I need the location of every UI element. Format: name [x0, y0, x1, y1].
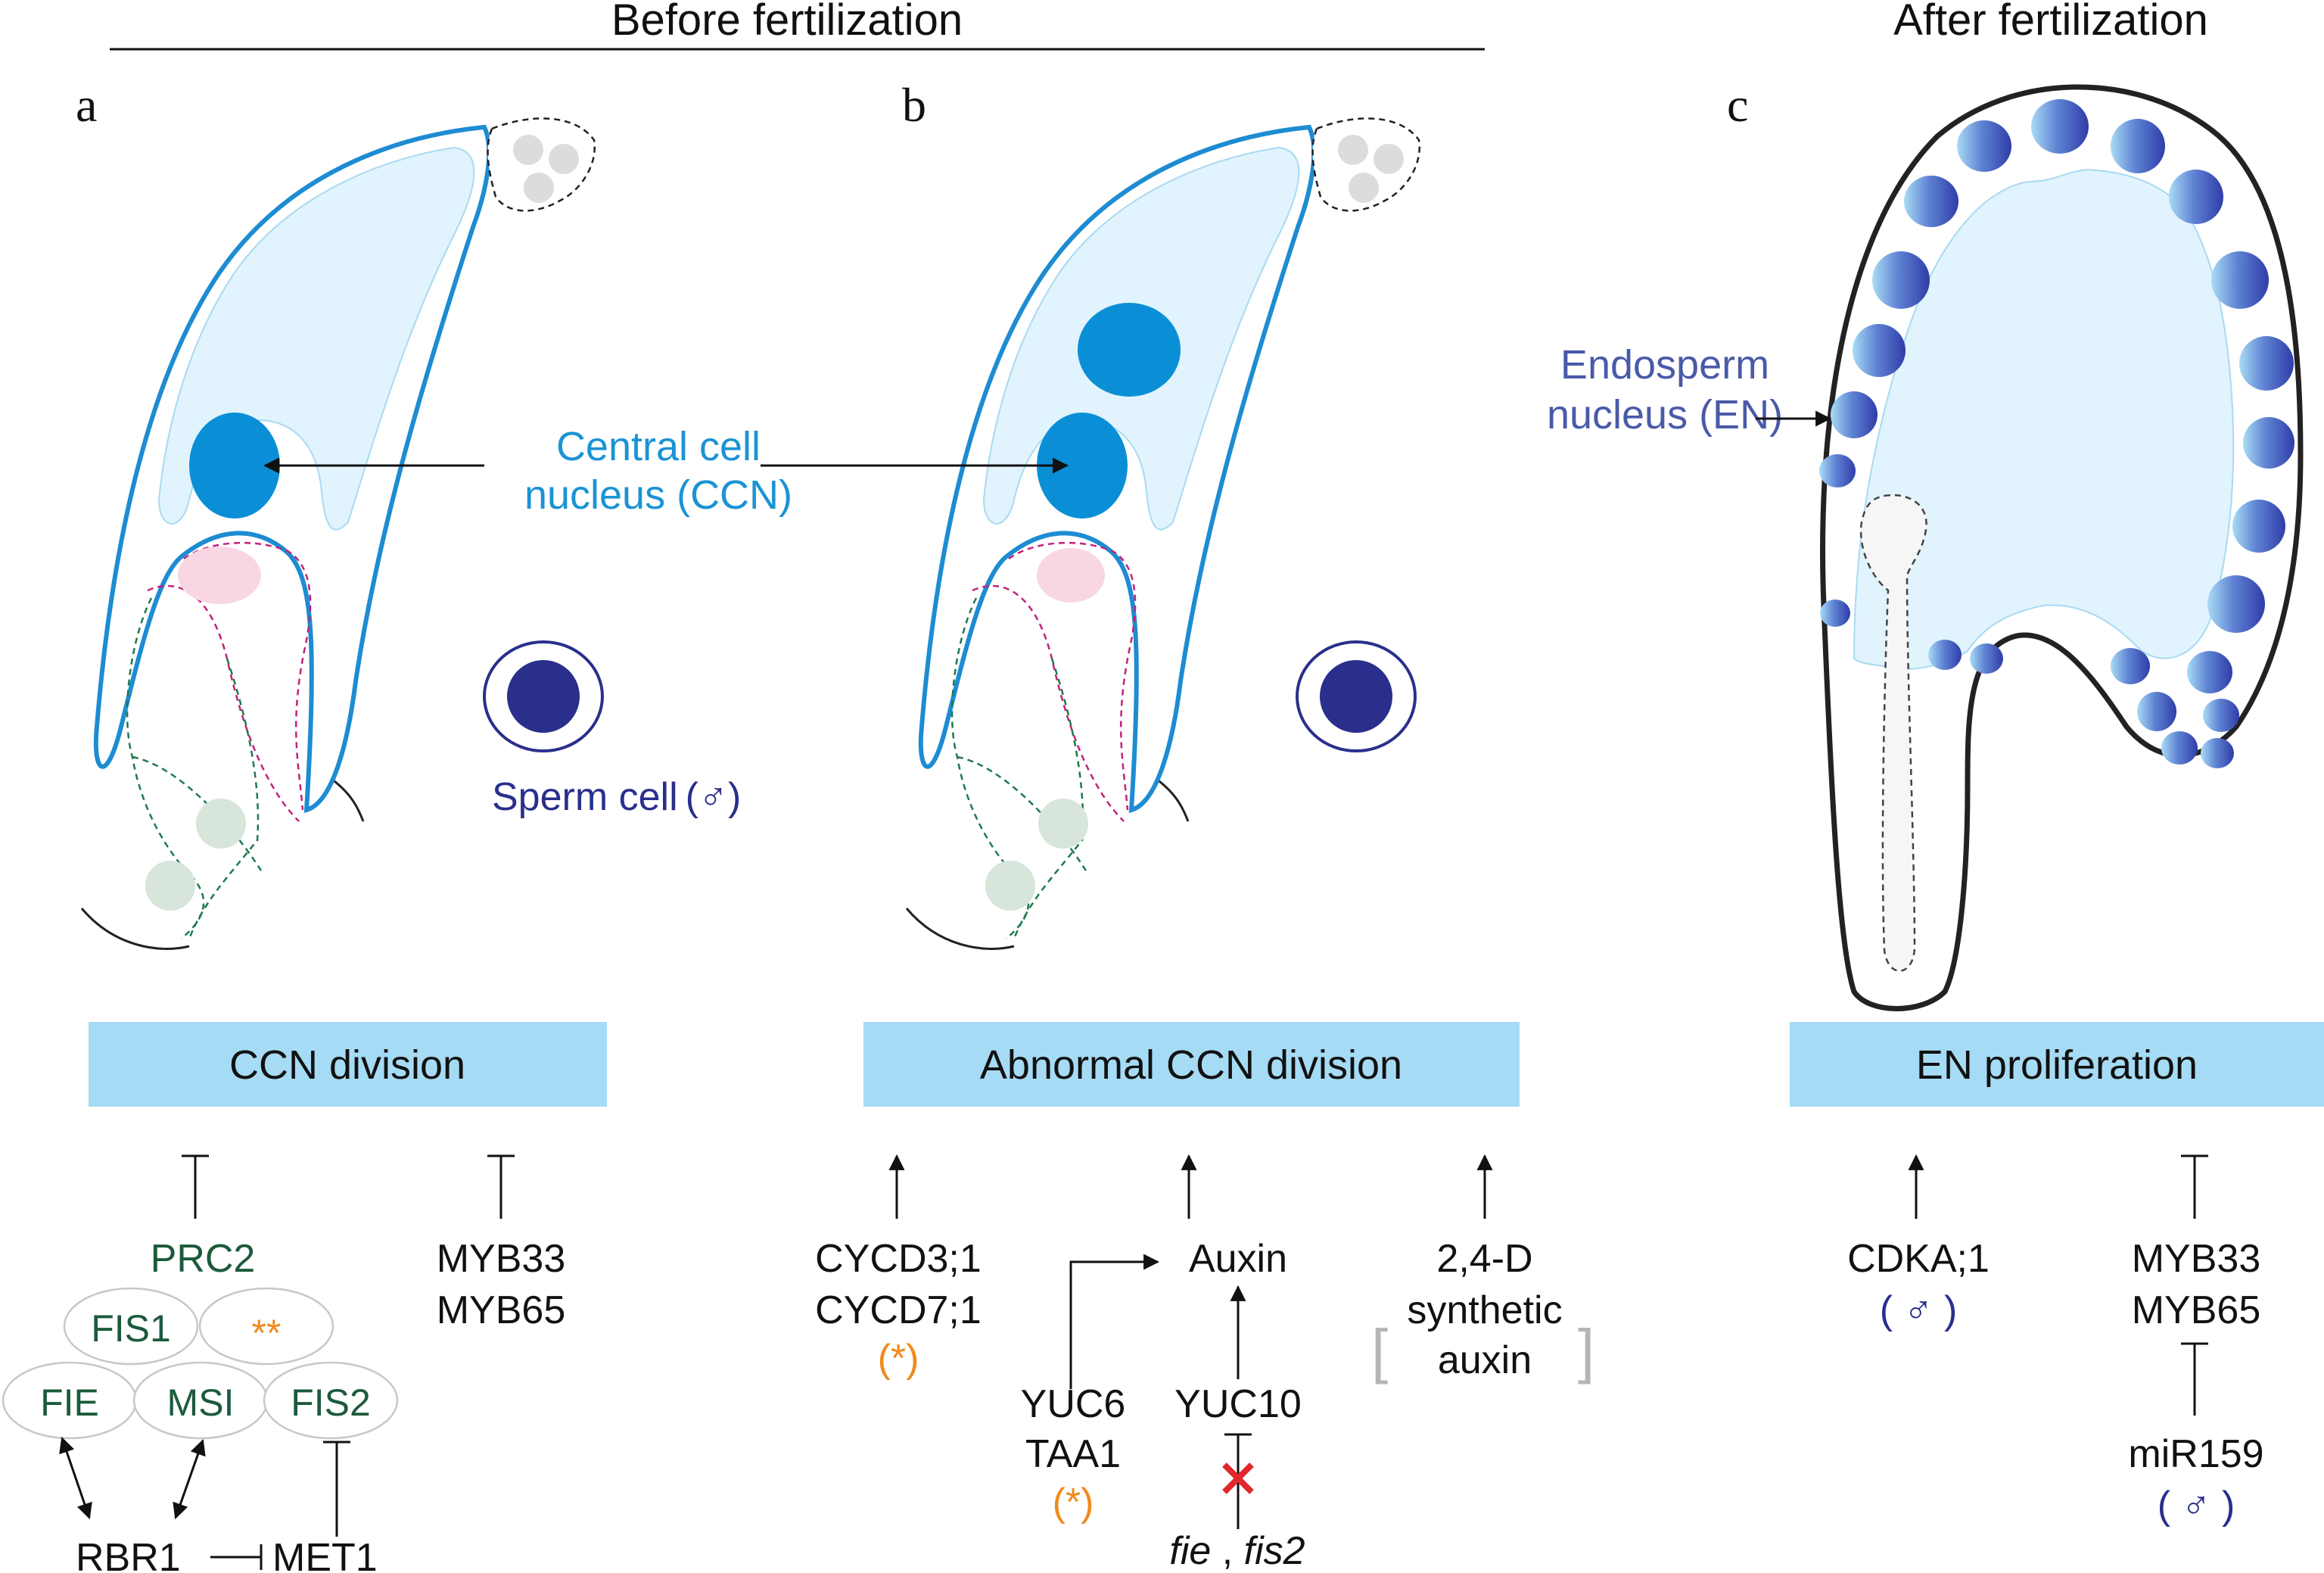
gene-met1: MET1 [272, 1536, 378, 1573]
gene-taa1: TAA1 [1025, 1432, 1121, 1476]
gene-myb33-c: MYB33 [2132, 1237, 2261, 1281]
process-box-en-proliferation [1790, 1022, 2324, 1107]
gene-rbr1: RBR1 [76, 1536, 181, 1573]
sperm-cell-a [483, 640, 604, 752]
process-box-abnormal-ccn-division [863, 1022, 1520, 1107]
process-label-abnormal-ccn-division: Abnormal CCN division [980, 1042, 1402, 1088]
gene-cdka1: CDKA;1 [1847, 1237, 1990, 1281]
gene-star-yuc6: (*) [1053, 1481, 1094, 1525]
gene-yuc6: YUC6 [1021, 1382, 1126, 1426]
embryo-c [1859, 494, 1927, 972]
seed-c [1819, 84, 2304, 1011]
endosperm-cytoplasm-c [1853, 169, 2235, 670]
gene-cdka1-paternal: ( ♂ ) [1880, 1288, 1958, 1332]
ccn-label-line1: Central cell [556, 424, 761, 469]
ovule-b [905, 117, 1421, 950]
egg-cell-nucleus-b [1037, 548, 1105, 603]
gene-myb33-a: MYB33 [437, 1237, 566, 1281]
ovule-a [80, 117, 596, 950]
central-cell-nucleus-b1 [1078, 303, 1181, 397]
gene-fis2: FIS2 [291, 1381, 371, 1424]
gene-yuc10: YUC10 [1174, 1382, 1302, 1426]
gene-prc2: PRC2 [151, 1237, 256, 1281]
antipodal-cells-b [1311, 117, 1421, 212]
gene-stars: ** [252, 1312, 282, 1354]
synergid-nucleus-a2 [145, 861, 195, 911]
header-after-fertilization: After fertilization [1893, 0, 2208, 45]
gene-synthetic: synthetic [1407, 1288, 1562, 1332]
gene-mir159-paternal: ( ♂ ) [2158, 1484, 2235, 1528]
bracket-left: [ [1371, 1317, 1388, 1385]
gene-msi: MSI [167, 1381, 235, 1424]
panel-letter-a: a [76, 78, 97, 132]
gene-24d: 2,4-D [1436, 1237, 1532, 1281]
central-cell-nucleus-b2 [1037, 413, 1128, 519]
synergid-nucleus-a1 [196, 799, 246, 849]
endosperm-nucleus-pointed [1831, 391, 1878, 438]
header-before-fertilization: Before fertilization [611, 0, 963, 45]
synergid-nucleus-b1 [1038, 799, 1088, 849]
gene-auxin: Auxin [1189, 1237, 1287, 1281]
panel-c-regulators: CDKA;1 ( ♂ ) MYB33 MYB65 miR159 ( ♂ ) [1847, 1154, 2264, 1528]
antipodal-cells-a [487, 117, 596, 212]
egg-cell-nucleus-a [178, 547, 261, 604]
panel-letter-b: b [902, 78, 926, 132]
gene-star-cycd: (*) [878, 1337, 919, 1381]
en-label-line2: nucleus (EN) [1547, 392, 1783, 438]
gene-myb65-c: MYB65 [2132, 1288, 2261, 1332]
gene-myb65-a: MYB65 [437, 1288, 566, 1332]
gene-cycd7: CYCD7;1 [815, 1288, 982, 1332]
process-label-en-proliferation: EN proliferation [1916, 1042, 2198, 1088]
bracket-right: ] [1578, 1317, 1594, 1385]
sperm-cell-b [1296, 640, 1417, 752]
gene-cycd3: CYCD3;1 [815, 1237, 982, 1281]
sperm-cell-label: Sperm cell(♂) [492, 775, 741, 819]
gene-fie: FIE [40, 1381, 99, 1424]
synergid-nucleus-b2 [985, 861, 1035, 911]
gene-mir159: miR159 [2128, 1432, 2263, 1476]
process-label-ccn-division: CCN division [229, 1042, 465, 1088]
gene-auxin-synthetic: auxin [1438, 1338, 1532, 1382]
panel-letter-c: c [1727, 78, 1748, 132]
en-label-line1: Endosperm [1560, 342, 1769, 388]
central-cell-nucleus-a [189, 413, 280, 519]
inhibition-blocked-icon [1222, 1462, 1254, 1494]
gene-fis1: FIS1 [91, 1307, 171, 1350]
ccn-label-line2: nucleus (CCN) [524, 472, 792, 518]
panel-b-regulators: CYCD3;1 CYCD7;1 (*) Auxin YUC6 TAA1 (*) … [815, 1154, 1594, 1573]
process-box-ccn-division [89, 1022, 607, 1107]
mutants-label: fie , fis2 [1169, 1529, 1305, 1573]
panel-a-regulators: PRC2 FIS1 ** FIE MSI FIS2 RBR1 MET1 MYB3… [2, 1154, 566, 1573]
